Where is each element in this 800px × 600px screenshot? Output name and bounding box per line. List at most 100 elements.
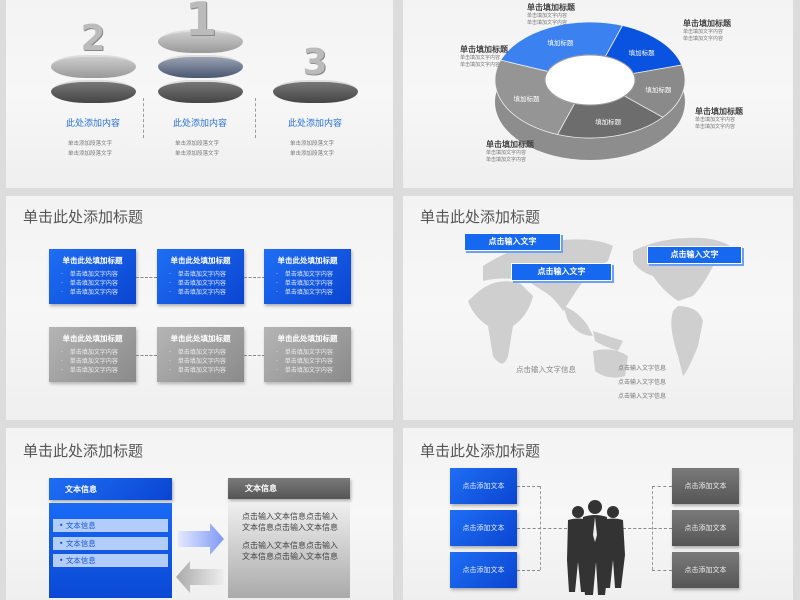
slide-donut[interactable]: 填加标题填加标题填加标题填加标题填加标题单击填加标题单击填加文字内容单击填加文字…	[403, 0, 793, 188]
column-bullet: 单击添加段落文字	[290, 151, 335, 157]
grey-process-box[interactable]: 单击此处填加标题单击填加文字内容单击填加文字内容单击填加文字内容	[49, 327, 136, 382]
box-item: 单击填加文字内容	[61, 288, 136, 297]
box-item: 单击填加文字内容	[61, 270, 136, 279]
arrow-left-icon	[176, 561, 224, 593]
callout-line: 单击填加文字内容	[460, 55, 501, 61]
segment-label: 填加标题	[547, 38, 574, 47]
slide-title[interactable]: 单击此处添加标题	[23, 442, 144, 460]
map-callout[interactable]: 点击输入文字	[647, 246, 742, 264]
callout-line: 单击填加文字内容	[527, 20, 568, 26]
left-list-item[interactable]: • 文本信息	[53, 519, 168, 532]
podium-disc	[51, 55, 136, 78]
slide-process[interactable]: 单击此处添加标题 单击此处填加标题单击填加文字内容单击填加文字内容单击填加文字内…	[6, 196, 393, 420]
podium-disc	[273, 80, 358, 103]
donut-hole	[544, 54, 636, 106]
left-text-box[interactable]: 点击添加文本	[450, 510, 517, 546]
box-item: 单击填加文字内容	[276, 366, 351, 375]
divider	[143, 98, 144, 138]
callout-line: 单击填加文字内容	[695, 117, 736, 123]
right-paragraph: 点击输入文本信息点击输入文本信息点击输入文本信息	[242, 541, 338, 561]
box-item: 单击填加文字内容	[169, 288, 244, 297]
map-callout[interactable]: 点击输入文字	[464, 233, 561, 251]
left-header-text: 文本信息	[65, 485, 97, 494]
box-item: 单击填加文字内容	[169, 279, 244, 288]
callout-line: 单击填加文字内容	[527, 13, 568, 19]
right-text-box[interactable]: 点击添加文本	[672, 510, 739, 546]
box-text: 点击添加文本	[684, 524, 727, 532]
grey-process-box[interactable]: 单击此处填加标题单击填加文字内容单击填加文字内容单击填加文字内容	[264, 327, 351, 382]
box-item: 单击填加文字内容	[276, 357, 351, 366]
left-list-item[interactable]: • 文本信息	[53, 536, 168, 550]
callout-line: 单击填加文字内容	[486, 150, 527, 156]
box-item: 单击填加文字内容	[276, 270, 351, 279]
right-paragraph: 点击输入文本信息点击输入文本信息点击输入文本信息	[242, 512, 338, 532]
podium-disc	[158, 80, 243, 103]
grey-process-box[interactable]: 单击此处填加标题单击填加文字内容单击填加文字内容单击填加文字内容	[157, 327, 244, 382]
blue-process-box[interactable]: 单击此处填加标题单击填加文字内容单击填加文字内容单击填加文字内容	[49, 249, 136, 304]
callout-line: 单击填加文字内容	[695, 124, 736, 130]
box-item: 单击填加文字内容	[61, 366, 136, 375]
box-item: 单击填加文字内容	[276, 348, 351, 357]
slide-title[interactable]: 单击此处添加标题	[23, 208, 144, 226]
right-text-box[interactable]: 点击添加文本	[672, 552, 739, 588]
box-item: 单击填加文字内容	[276, 288, 351, 297]
map-callout[interactable]: 点击输入文字	[511, 263, 612, 281]
slide-compare[interactable]: 单击此处添加标题 文本信息 • 文本信息• 文本信息• 文本信息 文本信息 点击…	[6, 428, 393, 600]
map-info-item: 点击输入文字信息	[618, 393, 667, 400]
box-text: 点击添加文本	[462, 566, 505, 574]
donut-callout[interactable]: 单击填加标题单击填加文字内容单击填加文字内容	[460, 44, 508, 69]
callout-title: 单击填加标题	[460, 45, 508, 54]
column-bullet: 单击添加段落文字	[68, 141, 113, 147]
box-text: 点击添加文本	[684, 566, 727, 574]
left-panel-header: 文本信息	[49, 478, 172, 500]
donut-chart	[494, 21, 686, 160]
slide-title[interactable]: 单击此处添加标题	[420, 442, 541, 460]
box-text: 点击添加文本	[684, 482, 727, 490]
segment-label: 填加标题	[513, 94, 540, 103]
connector	[652, 486, 672, 487]
blue-process-box[interactable]: 单击此处填加标题单击填加文字内容单击填加文字内容单击填加文字内容	[264, 249, 351, 304]
donut-callout[interactable]: 单击填加标题单击填加文字内容单击填加文字内容	[683, 18, 731, 43]
podium-disc	[158, 30, 243, 53]
box-list: 单击填加文字内容单击填加文字内容单击填加文字内容	[169, 270, 244, 297]
box-item: 单击填加文字内容	[61, 357, 136, 366]
callout-line: 单击填加文字内容	[683, 29, 724, 35]
right-header-text: 文本信息	[245, 484, 277, 493]
box-title: 单击此处填加标题	[277, 256, 338, 265]
column-heading[interactable]: 此处添加内容	[65, 119, 120, 129]
blue-process-box[interactable]: 单击此处填加标题单击填加文字内容单击填加文字内容单击填加文字内容	[157, 249, 244, 304]
right-text-box[interactable]: 点击添加文本	[672, 468, 739, 504]
left-text-box[interactable]: 点击添加文本	[450, 552, 517, 588]
left-panel-body: • 文本信息• 文本信息• 文本信息	[49, 503, 172, 598]
box-list: 单击填加文字内容单击填加文字内容单击填加文字内容	[276, 270, 351, 297]
box-item: 单击填加文字内容	[61, 348, 136, 357]
donut-callout[interactable]: 单击填加标题单击填加文字内容单击填加文字内容	[527, 2, 575, 27]
box-item: 单击填加文字内容	[169, 270, 244, 279]
box-title: 单击此处填加标题	[170, 334, 231, 343]
item-text: 文本信息	[65, 538, 96, 548]
map-info-item: 点击输入文字信息	[618, 379, 667, 386]
bullet-icon: •	[59, 556, 66, 565]
map-info-main: 点击输入文字信息	[516, 365, 576, 374]
slide-title[interactable]: 单击此处添加标题	[420, 208, 541, 226]
right-panel-header: 文本信息	[228, 478, 350, 499]
segment-label: 填加标题	[645, 86, 672, 95]
box-list: 单击填加文字内容单击填加文字内容单击填加文字内容	[61, 348, 136, 375]
left-list-item[interactable]: • 文本信息	[53, 554, 168, 567]
column-bullet: 单击添加段落文字	[175, 141, 220, 147]
connector	[652, 570, 672, 571]
slide-map[interactable]: 单击此处添加标题 点击输入文字点击输入文字点击输入文字 点击输入文字信息 点击输…	[403, 196, 793, 420]
column-heading[interactable]: 此处添加内容	[287, 119, 342, 129]
callout-line: 单击填加文字内容	[460, 62, 501, 68]
connector	[517, 528, 567, 529]
left-text-box[interactable]: 点击添加文本	[450, 468, 517, 504]
box-list: 单击填加文字内容单击填加文字内容单击填加文字内容	[61, 270, 136, 297]
box-item: 单击填加文字内容	[169, 366, 244, 375]
donut-callout[interactable]: 单击填加标题单击填加文字内容单击填加文字内容	[486, 139, 534, 164]
column-heading[interactable]: 此处添加内容	[172, 119, 227, 129]
box-list: 单击填加文字内容单击填加文字内容单击填加文字内容	[276, 348, 351, 375]
slide-team[interactable]: 单击此处添加标题 点击添加文本点击添加文本点击添加文本点击添加文本点击添加文本点…	[403, 428, 793, 600]
business-people-silhouette-icon	[567, 500, 625, 595]
donut-callout[interactable]: 单击填加标题单击填加文字内容单击填加文字内容	[695, 106, 743, 131]
